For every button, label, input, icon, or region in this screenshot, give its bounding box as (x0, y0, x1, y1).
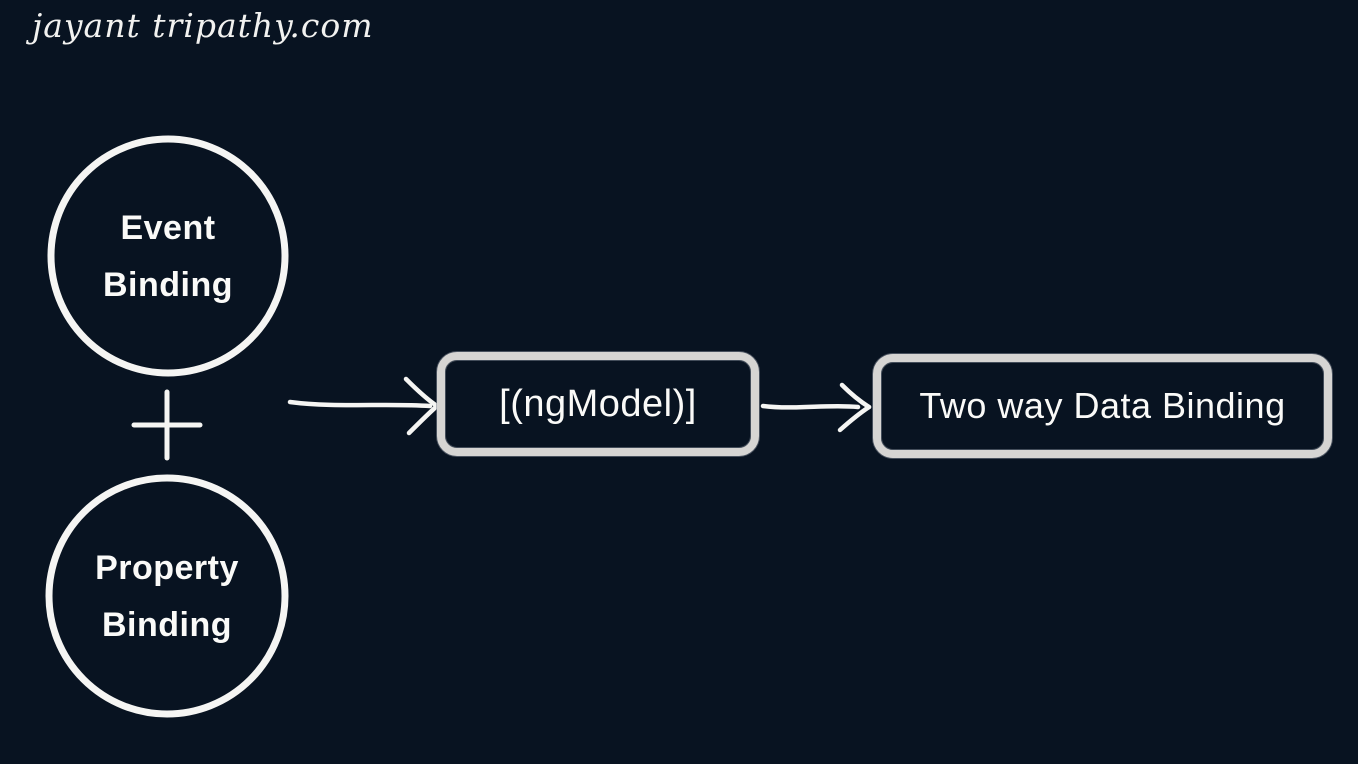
ngmodel-box-label: [(ngModel)] (499, 382, 697, 425)
arrow-right-icon (287, 376, 440, 436)
event-binding-label-line2: Binding (102, 266, 234, 304)
property-binding-label-line1: Property (95, 549, 239, 587)
plus-icon (131, 389, 203, 461)
two-way-data-binding-label: Two way Data Binding (919, 385, 1286, 426)
brand-watermark: jayant tripathy.com (32, 6, 374, 45)
property-binding-label-line2: Binding (101, 606, 233, 644)
event-binding-label: Event Binding (48, 200, 288, 314)
two-way-data-binding-box: Two way Data Binding (873, 354, 1332, 458)
property-binding-circle (45, 474, 289, 718)
event-binding-circle (47, 135, 289, 377)
event-binding-label-line1: Event (120, 209, 216, 247)
ngmodel-box: [(ngModel)] (437, 352, 759, 456)
arrow-right-icon (760, 382, 872, 433)
property-binding-label: Property Binding (47, 540, 287, 654)
